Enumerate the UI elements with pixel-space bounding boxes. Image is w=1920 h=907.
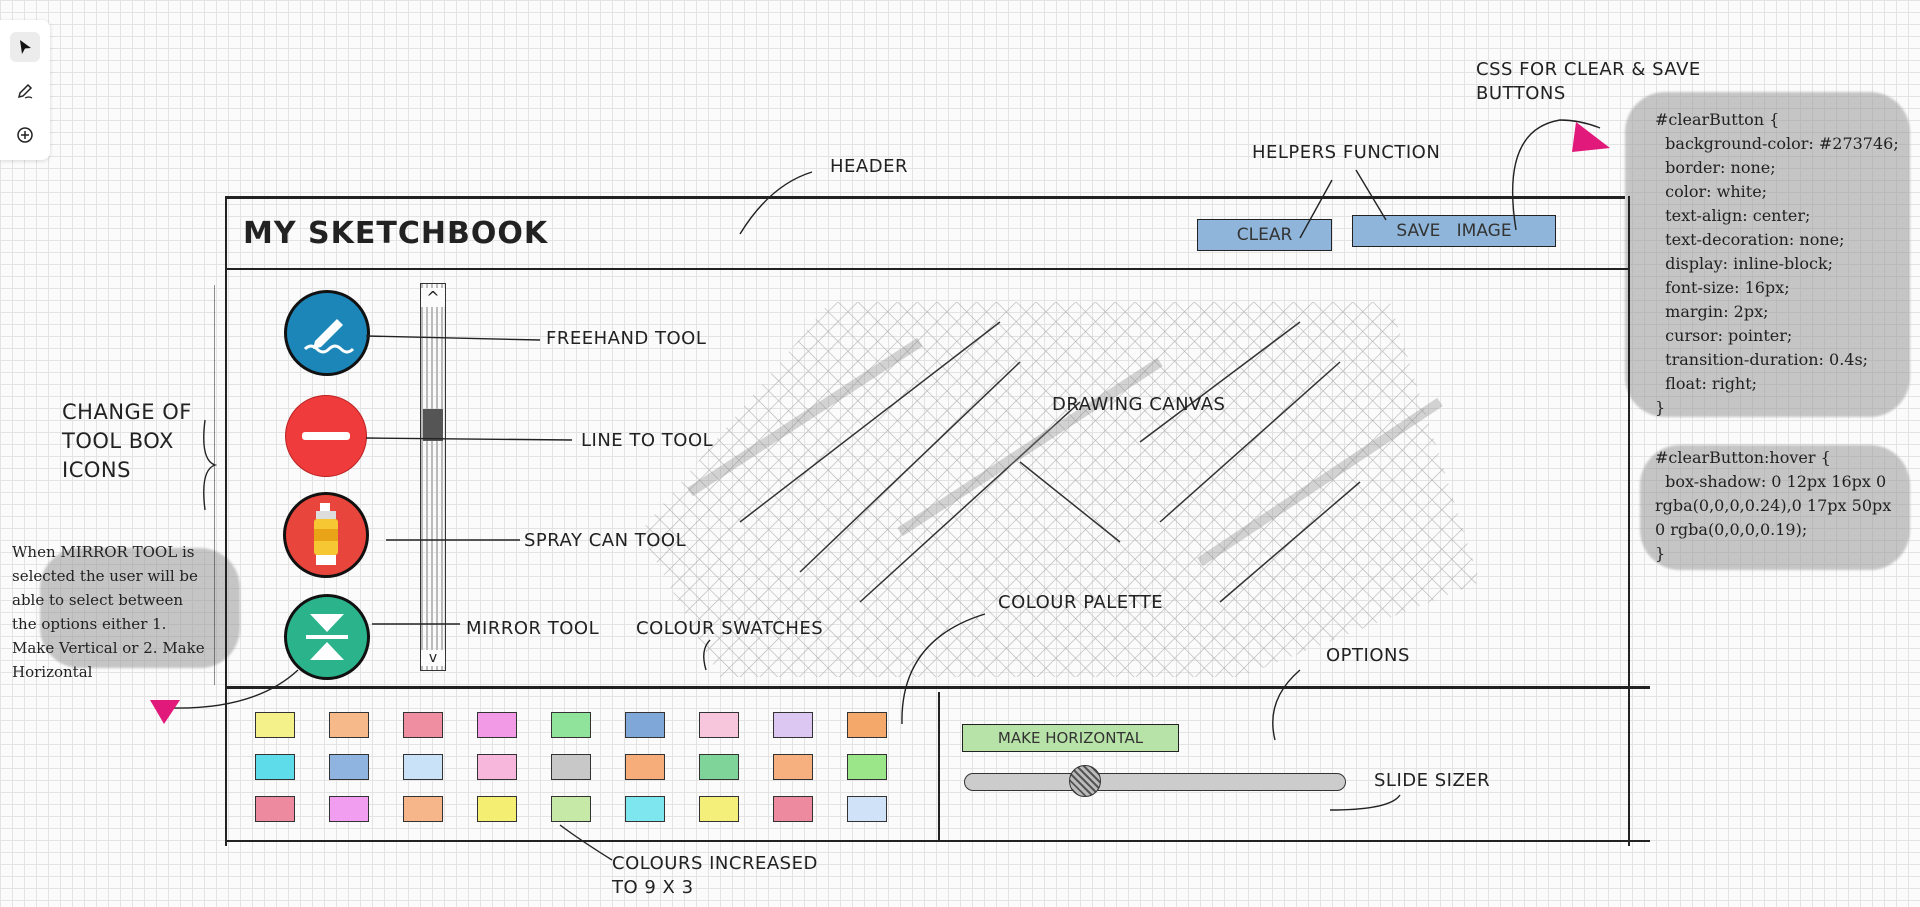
canvas-toolbar (0, 20, 50, 160)
colour-swatch[interactable] (699, 712, 739, 738)
frame-canvas-bottom (225, 686, 1650, 689)
label-freehand-tool: FREEHAND TOOL (546, 328, 707, 349)
colour-swatch[interactable] (255, 712, 295, 738)
colour-swatch[interactable] (625, 754, 665, 780)
colour-swatch-grid (255, 712, 925, 830)
save-image-button[interactable]: SAVE IMAGE (1352, 215, 1556, 247)
label-spray-can-tool: SPRAY CAN TOOL (524, 530, 687, 551)
colour-swatch[interactable] (551, 754, 591, 780)
label-css-note: CSS FOR CLEAR & SAVE BUTTONS (1476, 59, 1701, 104)
tool-scrollbar[interactable]: ^ v (420, 283, 446, 671)
code-highlight-2 (1640, 445, 1910, 570)
pencil-icon (303, 319, 355, 354)
colour-swatch[interactable] (773, 796, 813, 822)
colour-swatch[interactable] (847, 712, 887, 738)
line-to-tool-button[interactable] (285, 395, 367, 477)
pointer-icon[interactable] (10, 32, 40, 62)
minus-icon (302, 432, 350, 440)
label-colour-palette: COLOUR PALETTE (998, 592, 1164, 613)
colour-swatch[interactable] (847, 754, 887, 780)
colour-swatch[interactable] (625, 796, 665, 822)
colour-swatch[interactable] (403, 796, 443, 822)
colour-swatch[interactable] (773, 754, 813, 780)
arrow-head-mirror (150, 700, 180, 724)
make-horizontal-button[interactable]: MAKE HORIZONTAL (962, 724, 1179, 752)
label-change-of-icons: CHANGE OF TOOL BOX ICONS (62, 400, 192, 482)
colour-swatch[interactable] (403, 754, 443, 780)
colour-swatch[interactable] (847, 796, 887, 822)
colour-swatch[interactable] (403, 712, 443, 738)
app-title: MY SKETCHBOOK (243, 216, 549, 251)
frame-top-line (225, 196, 1625, 199)
code-highlight-1 (1625, 92, 1910, 417)
mirror-tool-note: When MIRROR TOOL is selected the user wi… (12, 543, 205, 681)
colour-swatch[interactable] (255, 754, 295, 780)
scroll-down-arrow[interactable]: v (421, 650, 445, 666)
frame-palette-divider (938, 692, 940, 840)
label-colour-swatches: COLOUR SWATCHES (636, 618, 824, 639)
spray-can-tool-button[interactable] (283, 492, 369, 578)
frame-left-line (225, 196, 227, 846)
label-drawing-canvas: DRAWING CANVAS (1052, 394, 1226, 415)
label-line-to-tool: LINE TO TOOL (581, 430, 714, 451)
mirror-tool-button[interactable] (284, 594, 370, 680)
colour-swatch[interactable] (329, 712, 369, 738)
drawing-canvas[interactable] (600, 282, 1500, 682)
scroll-thumb[interactable] (423, 409, 443, 441)
colour-swatch[interactable] (477, 796, 517, 822)
scroll-up-arrow[interactable]: ^ (421, 288, 445, 307)
note-highlight (40, 548, 240, 668)
pen-icon[interactable] (10, 76, 40, 106)
frame-bottom-line (225, 840, 1650, 842)
frame-header-divider (225, 268, 1630, 270)
freehand-tool-button[interactable] (284, 290, 370, 376)
colour-swatch[interactable] (477, 712, 517, 738)
css-code-clear-button: #clearButton { background-color: #273746… (1655, 110, 1899, 417)
label-colours-increased: COLOURS INCREASED TO 9 X 3 (612, 853, 818, 898)
label-header: HEADER (830, 156, 908, 177)
label-mirror-tool: MIRROR TOOL (466, 618, 600, 639)
colour-swatch[interactable] (255, 796, 295, 822)
colour-swatch[interactable] (551, 712, 591, 738)
colour-swatch[interactable] (699, 796, 739, 822)
slider-thumb[interactable] (1069, 765, 1101, 797)
colour-swatch[interactable] (551, 796, 591, 822)
arrow-head-css (1572, 122, 1610, 152)
colour-swatch[interactable] (699, 754, 739, 780)
colour-swatch[interactable] (329, 796, 369, 822)
label-helpers-function: HELPERS FUNCTION (1252, 142, 1441, 163)
frame-right-line (1628, 196, 1630, 846)
mirror-icon (306, 614, 348, 660)
add-icon[interactable] (10, 120, 40, 150)
label-options: OPTIONS (1326, 645, 1410, 666)
colour-swatch[interactable] (625, 712, 665, 738)
colour-swatch[interactable] (329, 754, 369, 780)
spray-can-icon (314, 503, 338, 565)
colour-swatch[interactable] (773, 712, 813, 738)
clear-button[interactable]: CLEAR (1197, 219, 1332, 251)
frame-left-inner (214, 285, 215, 685)
label-slide-sizer: SLIDE SIZER (1374, 770, 1491, 791)
css-code-clear-button-hover: #clearButton:hover { box-shadow: 0 12px … (1655, 448, 1892, 563)
slide-sizer[interactable] (964, 765, 1346, 797)
colour-swatch[interactable] (477, 754, 517, 780)
